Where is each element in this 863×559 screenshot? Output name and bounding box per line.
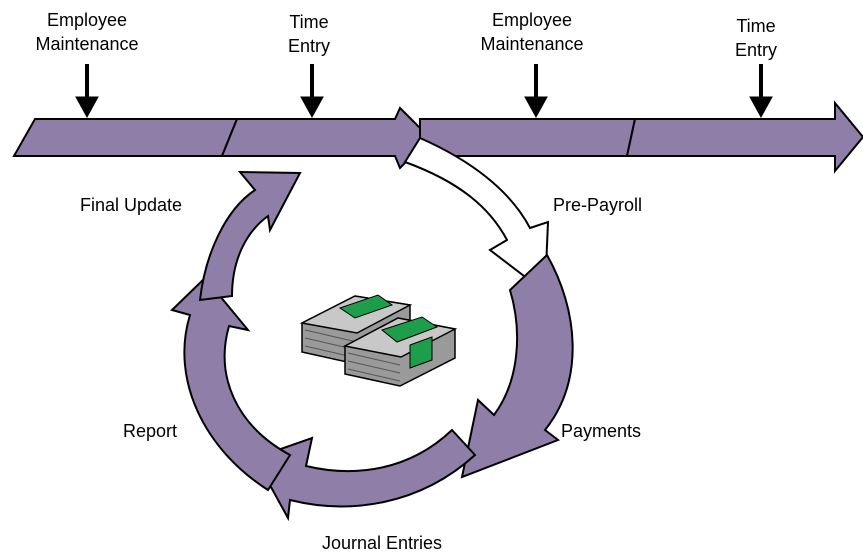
timeline-segment-1 — [12, 118, 239, 157]
step-label-final-update: Final Update — [80, 195, 183, 215]
label-line: Entry — [287, 36, 331, 56]
timeline-label-time-entry-2: Time Entry — [735, 14, 777, 62]
timeline-label-employee-maintenance-1: Employee Maintenance — [35, 8, 138, 56]
timeline-segment-3 — [419, 118, 637, 157]
money-stacks-icon — [299, 294, 458, 387]
step-label-journal-entries: Journal Entries — [321, 533, 443, 553]
report-arrow — [170, 276, 292, 492]
label-line: Maintenance — [480, 34, 584, 54]
label-line: Time — [289, 12, 329, 32]
payments-arrow — [460, 253, 574, 479]
timeline-arrow — [12, 100, 863, 174]
journal-entries-arrow — [253, 428, 477, 522]
timeline-segment-4 — [625, 100, 863, 174]
label-line: Maintenance — [35, 34, 139, 54]
pre-payroll-arrow — [403, 136, 550, 294]
step-label-report: Report — [123, 421, 178, 441]
label-line: Time — [736, 16, 776, 36]
label-line: Entry — [734, 40, 778, 60]
label-line: Employee — [46, 10, 128, 30]
final-update-arrow — [198, 170, 302, 302]
label-line: Employee — [491, 10, 573, 30]
timeline-pointers — [75, 64, 773, 119]
timeline-label-time-entry-1: Time Entry — [288, 10, 330, 58]
step-label-payments: Payments — [561, 421, 642, 441]
cycle-arrows — [170, 136, 574, 522]
timeline-segment-2 — [220, 106, 432, 170]
step-label-pre-payroll: Pre-Payroll — [553, 195, 643, 215]
timeline-label-employee-maintenance-2: Employee Maintenance — [480, 8, 583, 56]
